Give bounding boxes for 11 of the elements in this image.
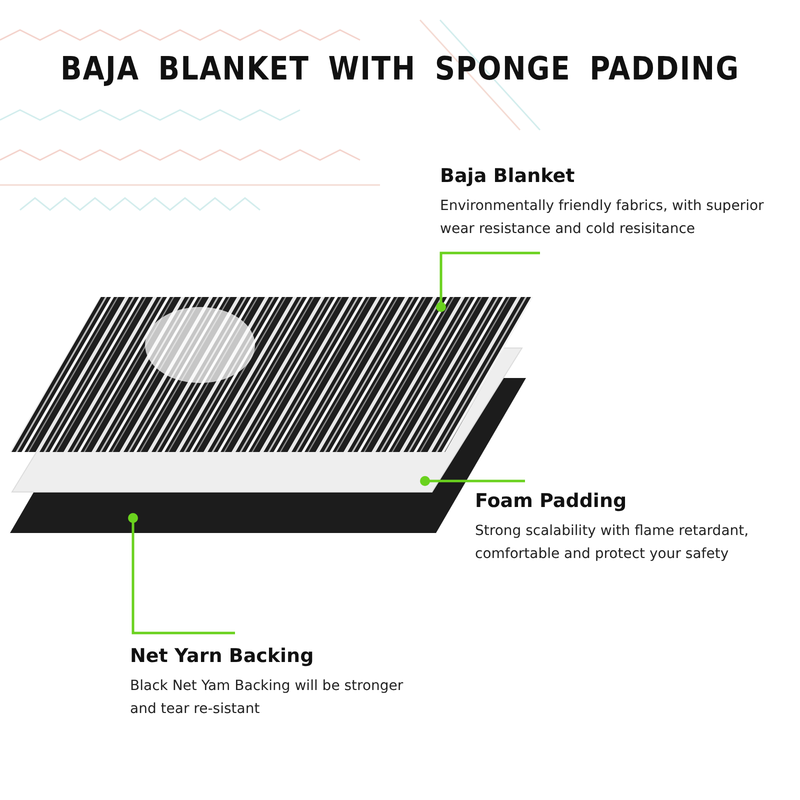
leader-line xyxy=(128,513,235,634)
callout-description: Strong scalability with flame retardant, comfortable and protect your safety xyxy=(475,522,750,564)
leader-line xyxy=(420,476,525,486)
callout-heading: Baja Blanket xyxy=(440,165,575,187)
blanket-layer-drawing xyxy=(10,297,533,452)
callout-description: Environmentally friendly fabrics, with superior wear resistance and cold resisitance xyxy=(440,197,765,239)
callout-heading: Foam Padding xyxy=(475,490,627,512)
leader-line xyxy=(436,252,540,312)
callout-heading: Net Yarn Backing xyxy=(130,645,314,667)
callout-description: Black Net Yam Backing will be stronger and tear re-sistant xyxy=(130,677,404,719)
title: BAJA BLANKET WITH SPONGE PADDING xyxy=(59,50,741,88)
